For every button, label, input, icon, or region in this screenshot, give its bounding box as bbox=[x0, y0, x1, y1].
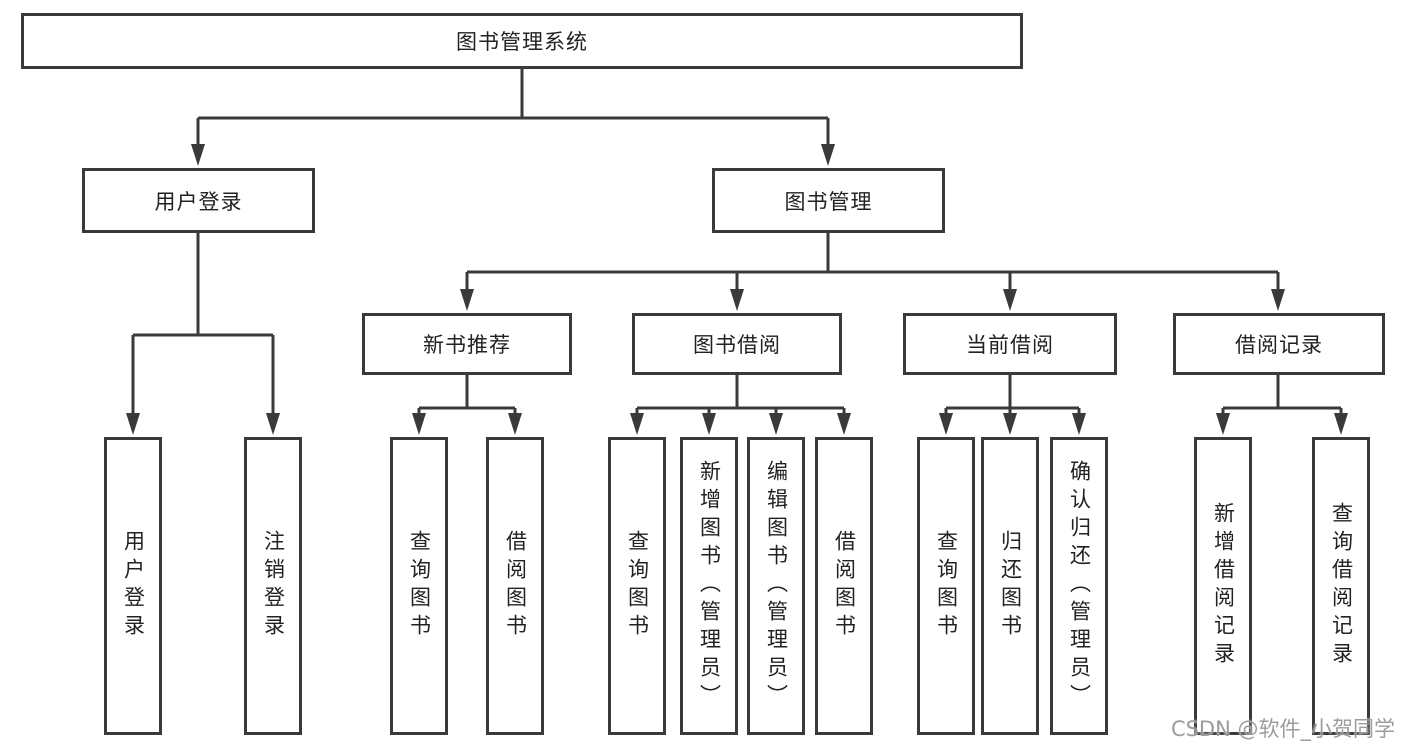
node-user-login-label: 用户登录 bbox=[154, 189, 243, 214]
node-root: 图书管理系统 bbox=[21, 13, 1023, 69]
leaf-edit-book-admin: 编辑图书（管理员） bbox=[747, 437, 805, 735]
node-user-login: 用户登录 bbox=[82, 168, 315, 233]
leaf-query-borrow-record-label: 查询借阅记录 bbox=[1329, 502, 1354, 670]
leaf-logout-label: 注销登录 bbox=[261, 530, 286, 642]
leaf-confirm-return-admin: 确认归还（管理员） bbox=[1050, 437, 1108, 735]
node-current-borrow-label: 当前借阅 bbox=[966, 333, 1054, 357]
leaf-add-book-admin-label: 新增图书（管理员） bbox=[697, 460, 722, 712]
watermark: CSDN @软件_小贺同学 bbox=[1170, 717, 1395, 741]
leaf-query-books-borrow: 查询图书 bbox=[608, 437, 666, 735]
leaf-borrow-books: 借阅图书 bbox=[815, 437, 873, 735]
leaf-edit-book-admin-label: 编辑图书（管理员） bbox=[764, 460, 789, 712]
leaf-add-borrow-record-label: 新增借阅记录 bbox=[1211, 502, 1236, 670]
leaf-user-login-label: 用户登录 bbox=[121, 530, 146, 642]
leaf-borrow-books-recommend: 借阅图书 bbox=[486, 437, 544, 735]
leaf-user-login: 用户登录 bbox=[104, 437, 162, 735]
node-borrow-records-label: 借阅记录 bbox=[1235, 333, 1323, 357]
node-current-borrow: 当前借阅 bbox=[903, 313, 1117, 375]
leaf-return-book: 归还图书 bbox=[981, 437, 1039, 735]
node-book-borrow: 图书借阅 bbox=[632, 313, 842, 375]
leaf-add-borrow-record: 新增借阅记录 bbox=[1194, 437, 1252, 735]
leaf-borrow-books-label: 借阅图书 bbox=[832, 530, 857, 642]
node-new-book-recommend-label: 新书推荐 bbox=[423, 333, 511, 357]
leaf-query-books-current: 查询图书 bbox=[917, 437, 975, 735]
leaf-query-books-current-label: 查询图书 bbox=[934, 530, 959, 642]
leaf-query-books-recommend-label: 查询图书 bbox=[407, 530, 432, 642]
node-borrow-records: 借阅记录 bbox=[1173, 313, 1385, 375]
leaf-query-books-recommend: 查询图书 bbox=[390, 437, 448, 735]
node-new-book-recommend: 新书推荐 bbox=[362, 313, 572, 375]
leaf-confirm-return-admin-label: 确认归还（管理员） bbox=[1067, 460, 1092, 712]
node-book-management-label: 图书管理 bbox=[784, 189, 873, 214]
node-root-label: 图书管理系统 bbox=[456, 30, 588, 54]
leaf-add-book-admin: 新增图书（管理员） bbox=[680, 437, 738, 735]
leaf-borrow-books-recommend-label: 借阅图书 bbox=[503, 530, 528, 642]
leaf-return-book-label: 归还图书 bbox=[998, 530, 1023, 642]
leaf-query-books-borrow-label: 查询图书 bbox=[625, 530, 650, 642]
leaf-query-borrow-record: 查询借阅记录 bbox=[1312, 437, 1370, 735]
node-book-borrow-label: 图书借阅 bbox=[693, 333, 781, 357]
leaf-logout: 注销登录 bbox=[244, 437, 302, 735]
node-book-management: 图书管理 bbox=[712, 168, 945, 233]
